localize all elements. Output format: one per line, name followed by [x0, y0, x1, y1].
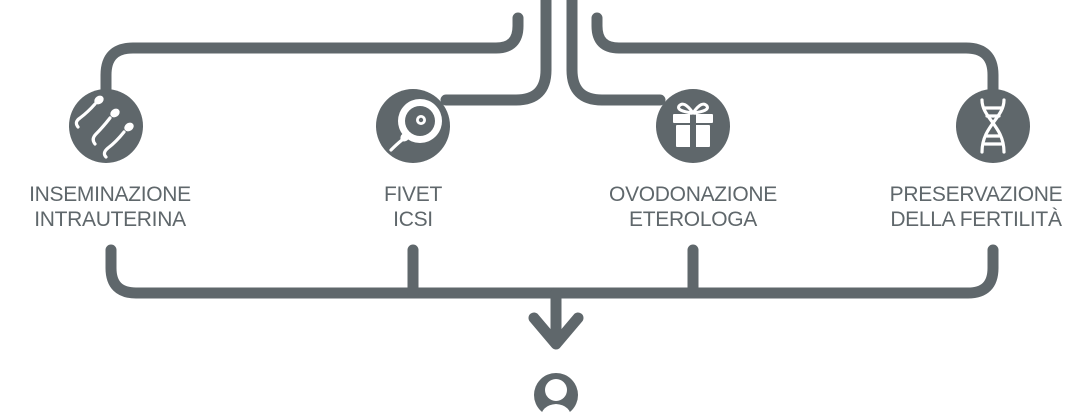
connector-to-iui — [100, 12, 524, 101]
connector-to-preservazione — [591, 12, 999, 101]
person-icon — [534, 373, 578, 420]
gift-icon — [656, 89, 730, 163]
label-iui: INSEMINAZIONE INTRAUTERINA — [0, 182, 220, 232]
label-ovodonazione: OVODONAZIONE ETEROLOGA — [583, 182, 803, 232]
collector-line-preservazione — [550, 244, 999, 299]
label-fivet: FIVET ICSI — [303, 182, 523, 232]
label-iui-line1: INSEMINAZIONE — [29, 183, 191, 206]
label-iui-line2: INTRAUTERINA — [34, 208, 186, 231]
dna-icon — [956, 89, 1030, 163]
label-fivet-line2: ICSI — [393, 208, 433, 231]
label-preservazione: PRESERVAZIONE DELLA FERTILITÀ — [866, 182, 1086, 232]
label-ovodonazione-line2: ETEROLOGA — [629, 208, 757, 231]
label-ovodonazione-line1: OVODONAZIONE — [609, 183, 777, 206]
collector-line-iui — [105, 244, 562, 299]
sperm-icon — [69, 89, 143, 163]
label-preservazione-line1: PRESERVAZIONE — [889, 183, 1063, 206]
label-preservazione-line2: DELLA FERTILITÀ — [890, 208, 1062, 231]
egg-sperm-icon — [376, 89, 450, 163]
connector-to-fivet — [440, 0, 552, 106]
arrow-down-icon — [528, 312, 584, 350]
label-fivet-line1: FIVET — [383, 183, 442, 206]
connector-to-ovodonazione — [566, 0, 666, 106]
